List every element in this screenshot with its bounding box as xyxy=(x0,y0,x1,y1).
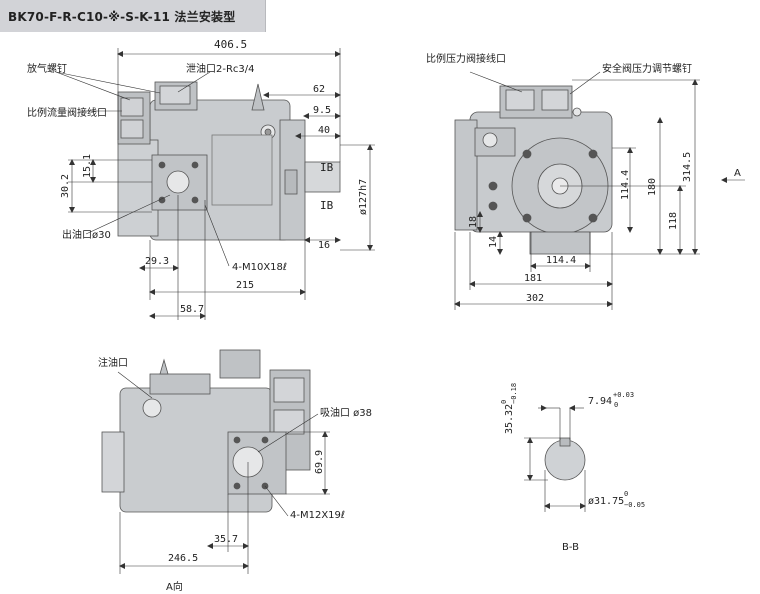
drain-nozzle xyxy=(251,83,265,111)
view-a-dimensions xyxy=(117,371,330,574)
pump-front-flange xyxy=(117,139,159,237)
label-outlet-port: 出油口ø30 xyxy=(62,228,111,241)
dim-shaft-diameter-tol-dn: −0.05 xyxy=(624,501,645,509)
dim-ib-bottom: IB xyxy=(320,199,334,212)
shaft-key xyxy=(559,437,571,447)
dim-29-3: 29.3 xyxy=(145,256,169,267)
dim-62: 62 xyxy=(313,84,325,95)
dim-302: 302 xyxy=(526,293,544,304)
label-bolt-holes-m10: 4-M10X18ℓ xyxy=(232,262,287,273)
view-a xyxy=(101,349,311,513)
dim-114-4-vertical: 114.4 xyxy=(620,170,631,200)
dim-181: 181 xyxy=(524,273,542,284)
label-proportional-flow-connector: 比例流量阀接线口 xyxy=(27,106,107,119)
dim-180: 180 xyxy=(647,178,658,196)
dim-58-7: 58.7 xyxy=(180,304,204,315)
label-vent-screw: 放气螺钉 xyxy=(27,62,67,75)
outlet-port-circle xyxy=(166,170,190,194)
label-section-bb: B-B xyxy=(562,542,579,553)
label-proportional-pressure-connector: 比例压力阀接线口 xyxy=(426,52,506,65)
section-bb xyxy=(544,437,586,481)
front-view xyxy=(117,81,341,241)
front-view-dimensions xyxy=(55,48,375,320)
view-a-fill-port xyxy=(142,398,162,418)
label-fill-port: 注油口 xyxy=(98,356,128,369)
dim-key-width-tol-dn: 0 xyxy=(614,401,618,409)
dim-14: 14 xyxy=(488,236,499,248)
section-bb-dimensions xyxy=(524,405,586,512)
dim-key-height-tol-up: 0 xyxy=(500,400,508,404)
dim-114-4-horizontal: 114.4 xyxy=(546,255,576,266)
arrow-a-label: A xyxy=(734,168,741,179)
dim-314-5: 314.5 xyxy=(682,152,693,182)
dim-overall-length: 406.5 xyxy=(214,38,247,51)
dim-215: 215 xyxy=(236,280,254,291)
label-view-a: A向 xyxy=(166,580,183,593)
valve-block-top-inner xyxy=(159,85,191,105)
label-drain-port: 泄油口2-Rc3/4 xyxy=(186,62,255,75)
label-bolt-holes-m12: 4-M12X19ℓ xyxy=(290,510,345,521)
dim-246-5: 246.5 xyxy=(168,553,198,564)
dim-key-height-tol-dn: −0.18 xyxy=(510,383,518,404)
label-suction-port: 吸油口 ø38 xyxy=(320,406,372,419)
dim-shaft-diameter-tol-up: 0 xyxy=(624,490,628,498)
dim-key-height: 35.32 xyxy=(504,404,515,434)
dim-key-width-tol-up: +0.03 xyxy=(613,391,634,399)
dim-69-9: 69.9 xyxy=(314,450,325,474)
dim-30-2: 30.2 xyxy=(60,174,71,198)
dim-shaft-diameter: ø31.75 xyxy=(588,496,624,507)
dim-9-5: 9.5 xyxy=(313,105,331,116)
side-view-dimensions xyxy=(454,71,745,310)
drawing-title: BK70-F-R-C10-※-S-K-11 法兰安装型 xyxy=(8,10,236,24)
dim-118: 118 xyxy=(668,212,679,230)
dim-127: ø127h7 xyxy=(358,179,369,215)
dim-35-7: 35.7 xyxy=(214,534,238,545)
dim-16: 16 xyxy=(318,240,330,251)
dim-18: 18 xyxy=(468,216,479,228)
title-bar: BK70-F-R-C10-※-S-K-11 法兰安装型 xyxy=(0,0,266,32)
dim-key-width: 7.94 xyxy=(588,396,612,407)
dim-ib-top: IB xyxy=(320,161,334,174)
pump-shaft xyxy=(304,161,341,193)
dim-40: 40 xyxy=(318,125,330,136)
dim-15-1: 15.1 xyxy=(82,154,93,178)
label-safety-valve-screw: 安全阀压力调节螺钉 xyxy=(602,62,692,75)
